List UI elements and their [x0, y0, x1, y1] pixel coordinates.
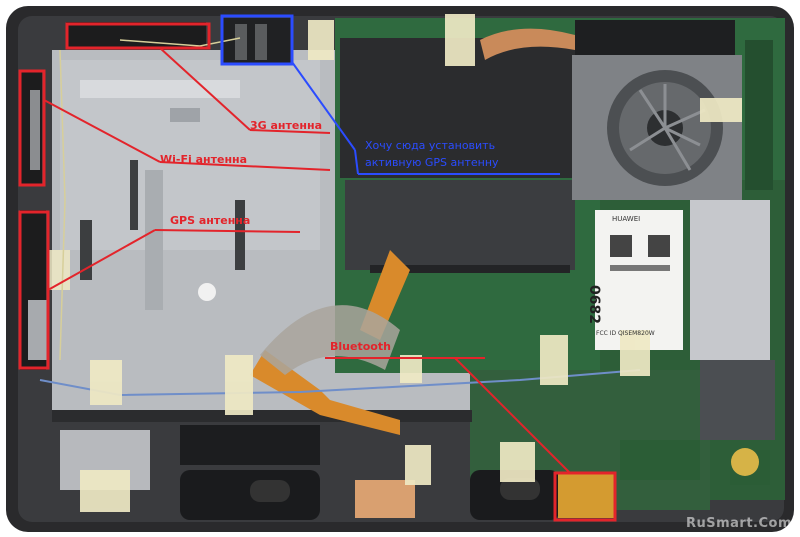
blue-annotation-box	[220, 14, 294, 66]
bluetooth-module	[558, 474, 614, 518]
kapton-tape	[80, 14, 742, 512]
blue-annotation-lines	[291, 61, 560, 175]
label-gps-wish-line2: активную GPS антенну	[365, 156, 499, 169]
3g-antenna-strip	[66, 22, 206, 48]
wwan-code-text: 0682	[586, 285, 602, 324]
wwan-fcc-text: FCC ID QISEM820W	[596, 330, 655, 337]
watermark: RuSmart.Com	[685, 516, 792, 531]
wwan-vendor-text: HUAWEI	[612, 215, 641, 223]
red-annotation-lines	[43, 47, 571, 474]
left-speaker	[180, 470, 320, 520]
label-gps-wish-line1: Хочу сюда установить	[365, 139, 496, 152]
label-3g-antenna: 3G антенна	[250, 119, 322, 132]
label-wifi-antenna: Wi-Fi антенна	[160, 153, 248, 166]
heatsink	[575, 20, 735, 60]
screw-hole	[198, 283, 216, 301]
label-bluetooth: Bluetooth	[330, 340, 391, 353]
label-gps-antenna: GPS антенна	[170, 214, 251, 227]
wwan-card	[595, 210, 683, 350]
